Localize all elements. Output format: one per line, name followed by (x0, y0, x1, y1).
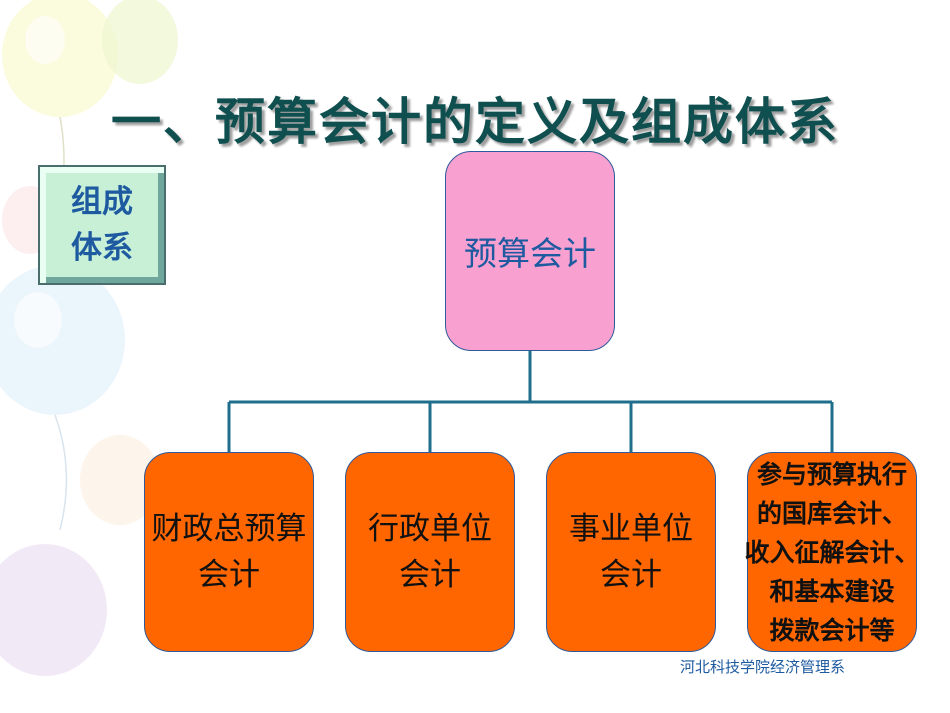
child-node-line: 行政单位 (368, 511, 492, 547)
slide-title: 一、预算会计的定义及组成体系 (111, 92, 839, 151)
balloon-violet (0, 544, 107, 676)
balloon-blue-highlight (14, 292, 62, 348)
child-node-line: 收入征解会计、 (744, 537, 920, 567)
balloon-orange (80, 435, 160, 525)
child-node-line: 事业单位 (569, 511, 693, 547)
child-node-public-institution: 事业单位 会计 (546, 452, 716, 652)
balloon-yellow-highlight (25, 16, 65, 64)
child-node-fiscal-budget: 财政总预算 会计 (144, 452, 314, 652)
side-label-text: 组成 体系 (64, 179, 140, 271)
child-node-line: 会计 (399, 557, 461, 593)
child-node-line: 参与预算执行 (757, 459, 908, 489)
child-node-text: 财政总预算 会计 (152, 506, 307, 598)
child-node-line: 会计 (600, 557, 662, 593)
child-node-line: 和基本建设 (769, 576, 895, 606)
child-node-line: 的国库会计、 (757, 498, 908, 528)
footer-department: 河北科技学院经济管理系 (680, 658, 846, 676)
child-node-line: 拨款会计等 (769, 615, 895, 645)
child-node-line: 会计 (198, 557, 260, 593)
side-label-line: 组成 (71, 184, 133, 220)
root-node-label: 预算会计 (464, 234, 596, 273)
balloon-string (54, 414, 68, 531)
side-label-line: 体系 (71, 230, 133, 266)
child-node-administrative-unit: 行政单位 会计 (345, 452, 515, 652)
root-node-budget-accounting: 预算会计 (445, 151, 615, 351)
child-node-text: 事业单位 会计 (569, 506, 693, 598)
child-node-treasury-and-other: 参与预算执行 的国库会计、 收入征解会计、 和基本建设 拨款会计等 (745, 452, 920, 652)
child-node-text: 参与预算执行 的国库会计、 收入征解会计、 和基本建设 拨款会计等 (745, 455, 920, 650)
child-node-text: 行政单位 会计 (368, 506, 492, 598)
balloon-green (102, 0, 178, 84)
child-node-line: 财政总预算 (151, 511, 307, 547)
composition-system-label: 组成 体系 (38, 165, 166, 285)
